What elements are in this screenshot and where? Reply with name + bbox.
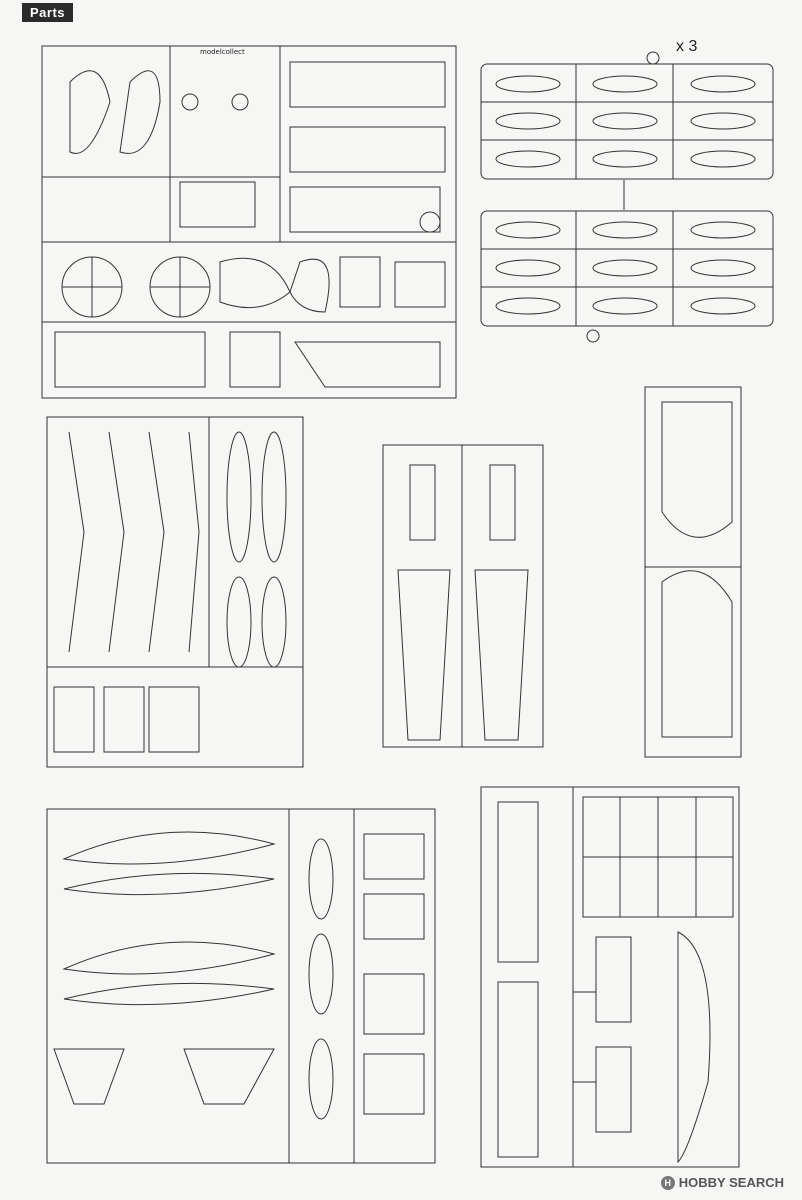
hobby-search-watermark: H HOBBY SEARCH <box>660 1175 784 1190</box>
sprue-top-left: modelcollect <box>40 42 460 402</box>
sprue-h-top <box>478 44 778 184</box>
sprue-h-bottom <box>478 208 778 348</box>
sprue-bottom-right <box>478 782 742 1172</box>
sprue-middle-center <box>380 440 546 752</box>
parts-header: Parts <box>22 3 74 22</box>
sprue-middle-left <box>44 412 306 770</box>
sprue-quantity: x 3 <box>676 38 698 55</box>
hobby-search-logo-icon: H <box>660 1175 675 1190</box>
sprue-h-connector <box>622 180 626 210</box>
watermark-text: HOBBY SEARCH <box>678 1175 784 1190</box>
sprue-middle-right <box>642 382 744 760</box>
sprue-bottom-left <box>44 804 438 1166</box>
svg-text:modelcollect: modelcollect <box>200 48 245 56</box>
